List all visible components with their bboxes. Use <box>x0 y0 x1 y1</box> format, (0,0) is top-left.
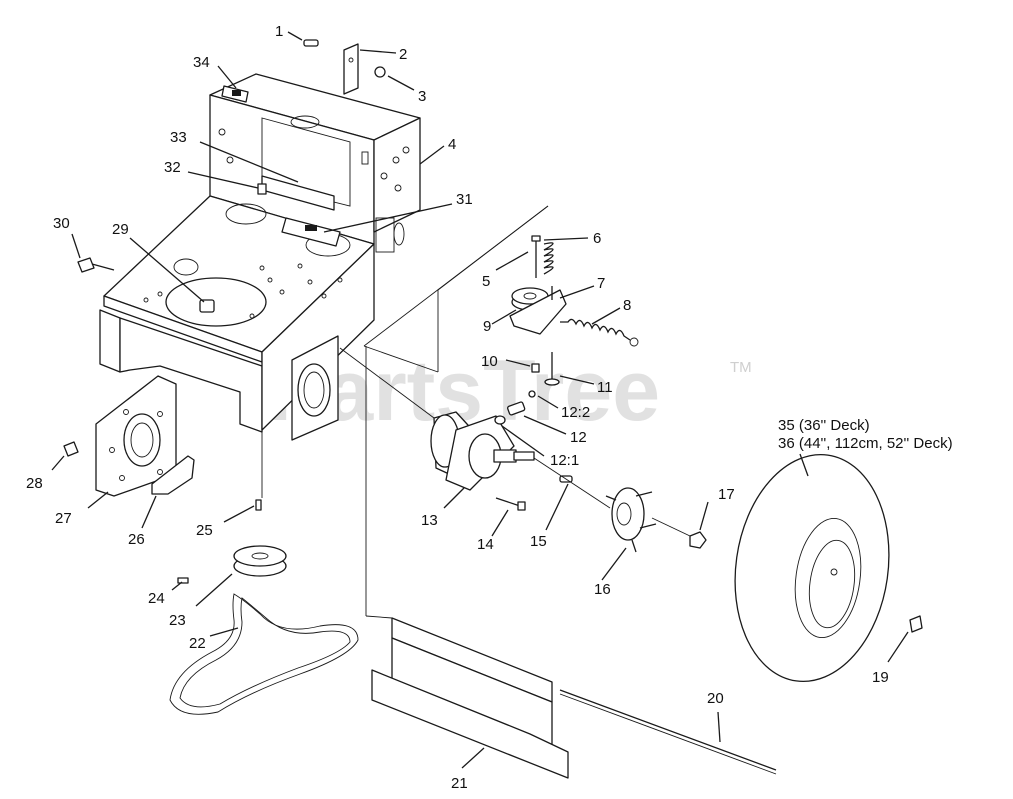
left-fasteners <box>63 183 267 457</box>
callout-4: 4 <box>448 136 456 153</box>
valve-cap <box>909 615 923 633</box>
callout-19: 19 <box>872 669 889 686</box>
lug-nut <box>689 531 707 549</box>
callout-14: 14 <box>477 536 494 553</box>
callout-13: 13 <box>421 512 438 529</box>
transaxle <box>430 401 573 511</box>
callout-31: 31 <box>456 191 473 208</box>
tire <box>734 453 890 683</box>
watermark-tm: TM <box>730 359 752 376</box>
callout-28: 28 <box>26 475 43 492</box>
callout-35: 35 (36'' Deck) <box>778 417 870 434</box>
callout-8: 8 <box>623 297 631 314</box>
callout-27: 27 <box>55 510 72 527</box>
drive-pulley <box>177 499 287 584</box>
callout-9: 9 <box>483 318 491 335</box>
callout-12-2: 12:2 <box>561 404 590 421</box>
axle-mount-plate <box>95 375 177 497</box>
callout-5: 5 <box>482 273 490 290</box>
callout-3: 3 <box>418 88 426 105</box>
callout-15: 15 <box>530 533 547 550</box>
callout-10: 10 <box>481 353 498 370</box>
shield <box>371 617 569 779</box>
callout-21: 21 <box>451 775 468 792</box>
callout-23: 23 <box>169 612 186 629</box>
callout-20: 20 <box>707 690 724 707</box>
callout-16: 16 <box>594 581 611 598</box>
callout-17: 17 <box>718 486 735 503</box>
callout-2: 2 <box>399 46 407 63</box>
reference-lines <box>261 205 691 619</box>
callout-32: 32 <box>164 159 181 176</box>
leader-lines <box>51 31 909 769</box>
callout-6: 6 <box>593 230 601 247</box>
callout-12-1: 12:1 <box>550 452 579 469</box>
callout-11: 11 <box>597 379 613 396</box>
callout-12: 12 <box>570 429 587 446</box>
callout-1: 1 <box>275 23 283 40</box>
drive-belt <box>169 593 359 715</box>
callout-24: 24 <box>148 590 165 607</box>
callout-33: 33 <box>170 129 187 146</box>
frame-assembly <box>99 73 421 441</box>
callout-34: 34 <box>193 54 210 71</box>
callout-36: 36 (44'', 112cm, 52'' Deck) <box>778 435 953 452</box>
callout-29: 29 <box>112 221 129 238</box>
wheel-hub <box>605 487 657 553</box>
callout-26: 26 <box>128 531 145 548</box>
idler-assembly <box>303 39 639 398</box>
callout-labels: 1 2 3 4 5 6 7 8 9 10 11 12:2 12 12:1 13 … <box>26 23 953 792</box>
callout-7: 7 <box>597 275 605 292</box>
callout-30: 30 <box>53 215 70 232</box>
bracket <box>151 455 195 495</box>
callout-25: 25 <box>196 522 213 539</box>
callout-22: 22 <box>189 635 206 652</box>
rod <box>559 689 777 771</box>
